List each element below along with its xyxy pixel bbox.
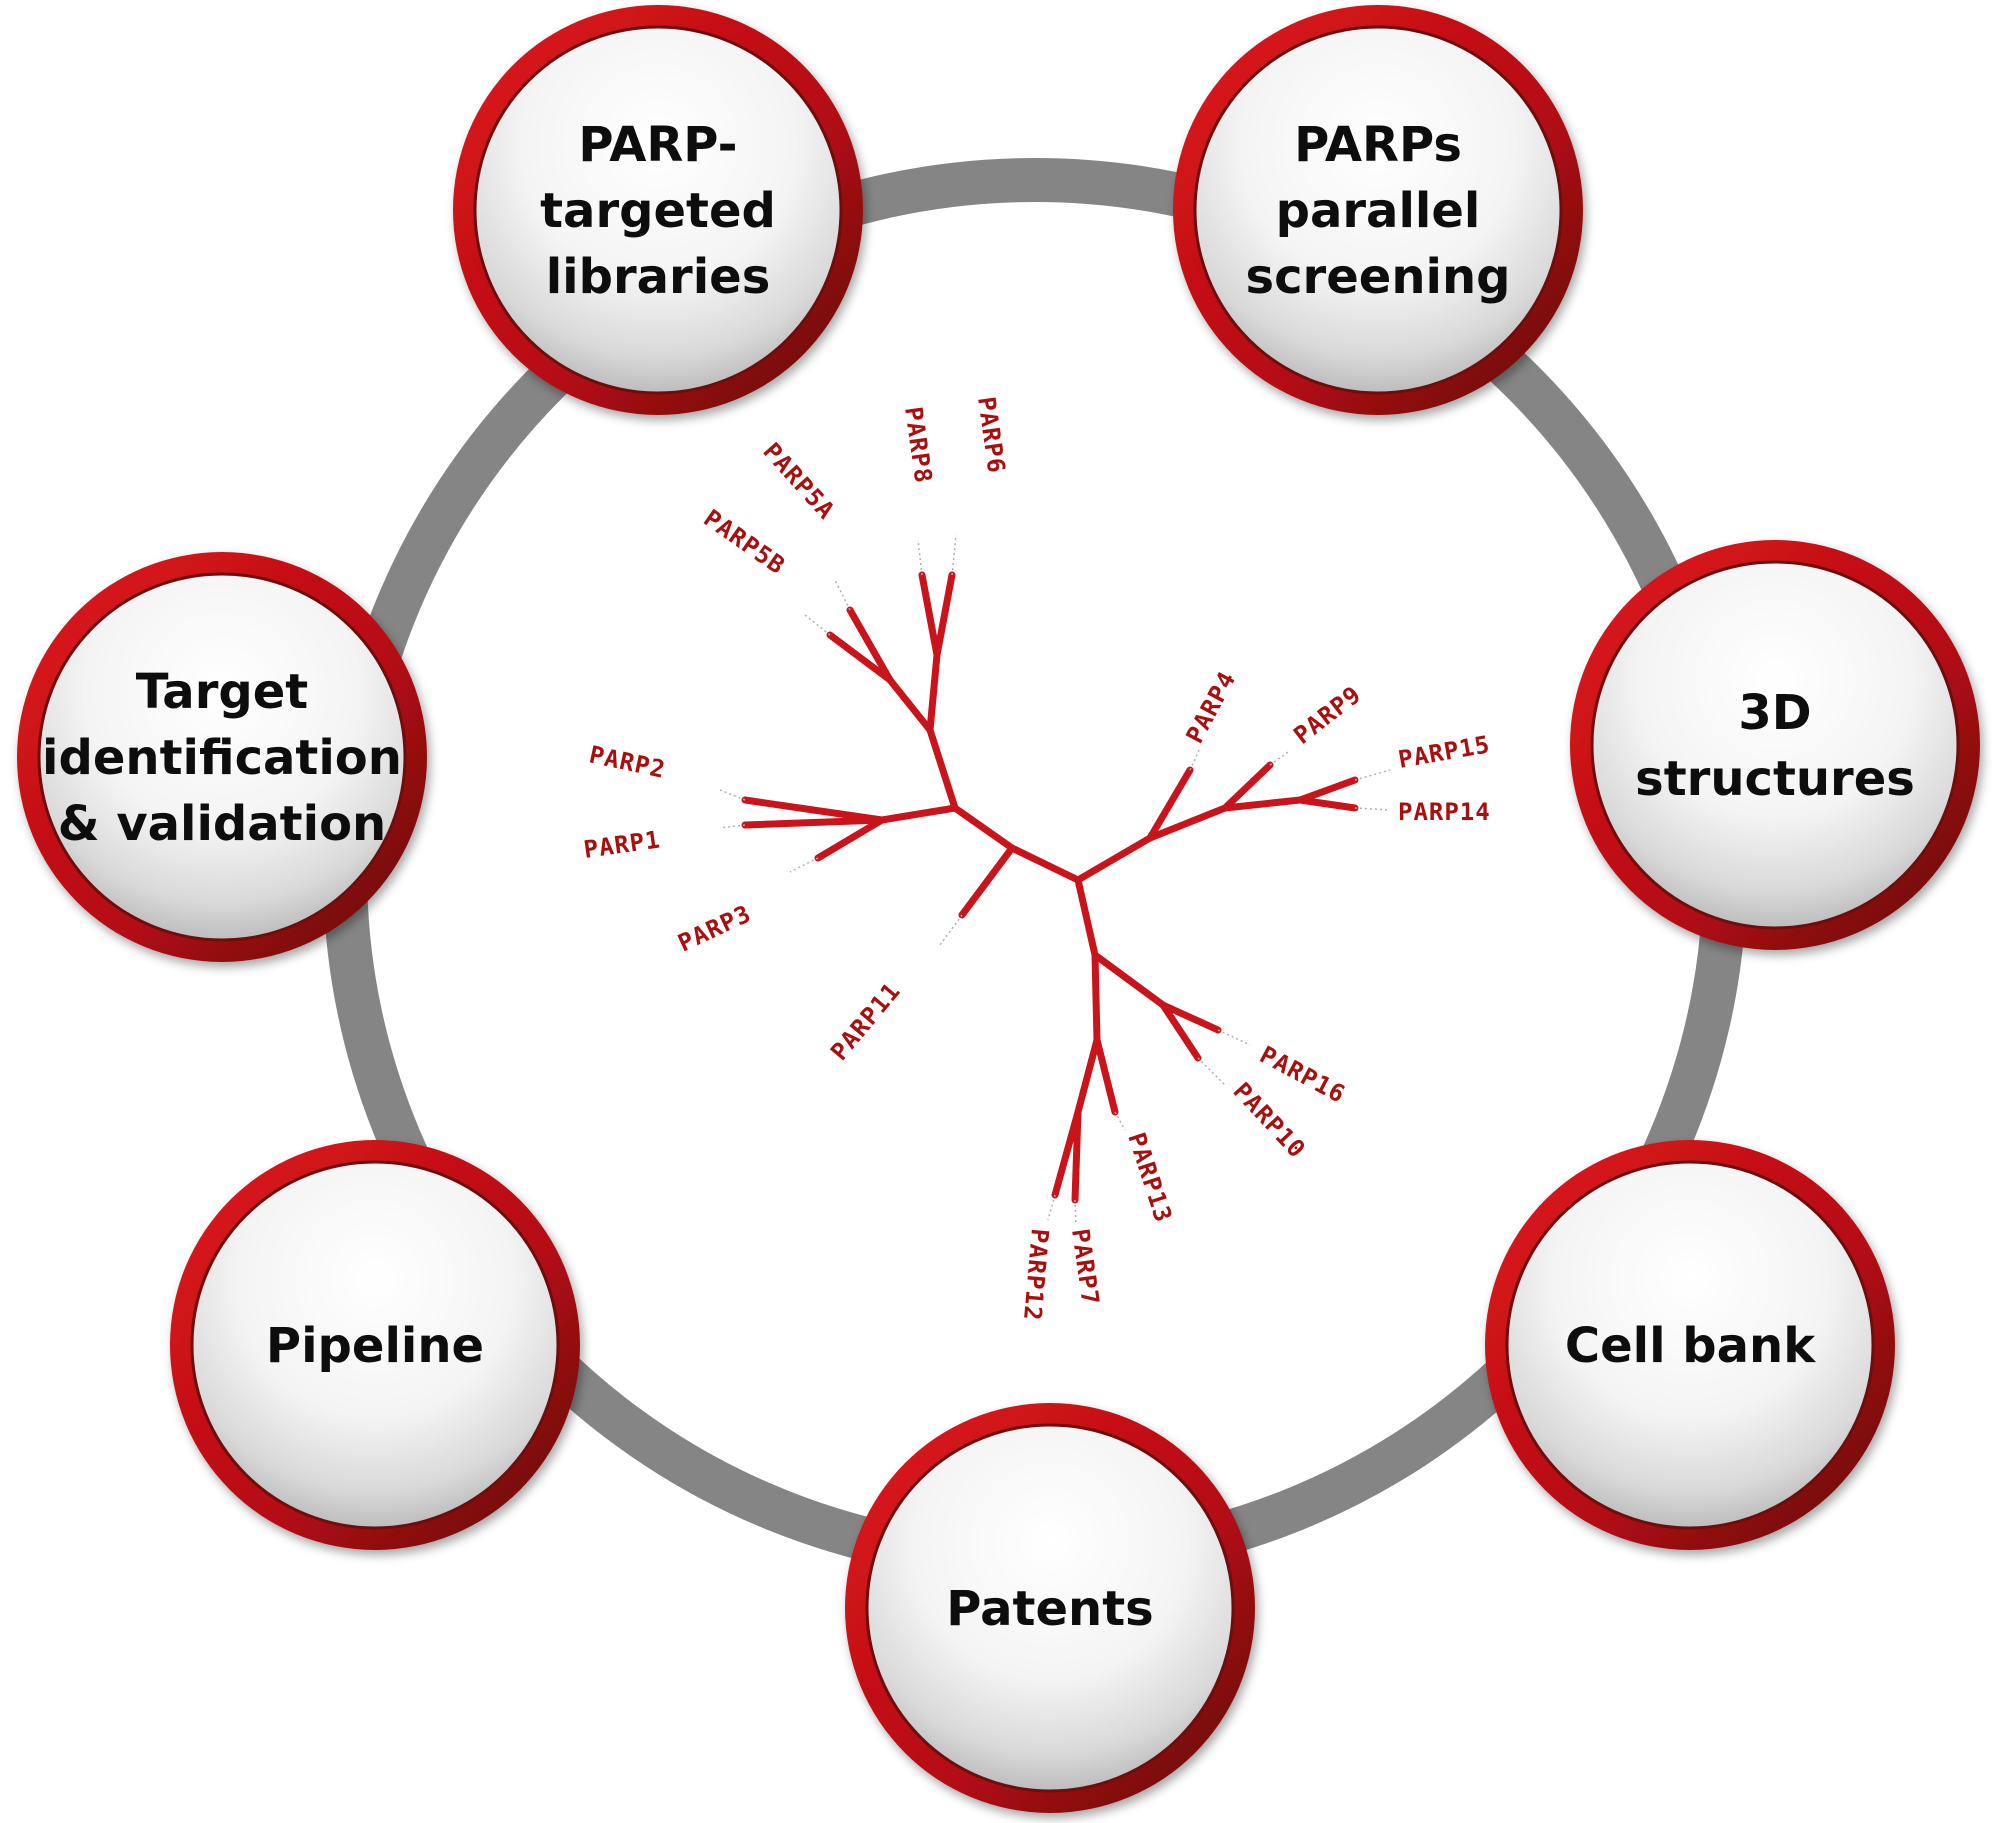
- node-3d-structures: 3D structures: [1570, 540, 1980, 950]
- node-face: [1590, 560, 1960, 930]
- tree-branch: [918, 571, 941, 659]
- node-patents: Patents: [845, 1403, 1255, 1813]
- process-nodes: PARP-targeted libraries PARPs parallel scree…: [17, 5, 1980, 1813]
- tree-branch: [1091, 951, 1101, 1044]
- leaf-label-parp4: PARP4: [1181, 666, 1242, 747]
- node-face: [865, 1423, 1235, 1793]
- tree-branch: [1091, 951, 1167, 1009]
- leaf-label-parp3: PARP3: [674, 899, 756, 957]
- tree-branch: [951, 804, 1016, 852]
- tree-branch: [846, 606, 894, 684]
- node-target-identification-validation: Target identification & validation: [17, 552, 427, 962]
- leader-line: [1047, 1194, 1056, 1221]
- tree-branch: [1093, 1036, 1119, 1116]
- node-label-line: Pipeline: [266, 1318, 484, 1374]
- node-label-line: PARP-: [578, 117, 737, 173]
- tree-branch: [1296, 796, 1359, 812]
- node-label-line: Target: [136, 664, 308, 720]
- leaf-label-parp9: PARP9: [1288, 680, 1366, 750]
- leader-line: [951, 534, 957, 576]
- leaf-label-parp2: PARP2: [587, 740, 668, 783]
- leaf-label-parp12: PARP12: [1018, 1227, 1054, 1322]
- leaf-label-parp6: PARP6: [972, 395, 1010, 475]
- leaf-label-parp1: PARP1: [582, 825, 662, 863]
- tree-branch: [886, 676, 934, 734]
- phylogenetic-tree: [741, 571, 1359, 1204]
- leader-line: [1269, 751, 1289, 766]
- node-label-line: parallel: [1276, 183, 1481, 239]
- tree-branch: [958, 844, 1016, 919]
- tree-branch: [1159, 1001, 1202, 1062]
- tree-branch: [1159, 1001, 1222, 1034]
- node-label-line: targeted: [540, 183, 776, 239]
- tree-branch: [1074, 876, 1099, 959]
- node-label-line: & validation: [58, 796, 386, 852]
- leaf-label-parp5a: PARP5A: [758, 437, 841, 525]
- leaf-label-parp15: PARP15: [1396, 730, 1492, 774]
- node-label-line: libraries: [546, 249, 771, 305]
- tree-branch: [741, 796, 886, 824]
- leader-line: [917, 539, 923, 576]
- node-parps-parallel-screening: PARPs parallel screening: [1173, 5, 1583, 415]
- node-parp-targeted-libraries: PARP-targeted libraries: [453, 5, 863, 415]
- tree-branch: [1221, 796, 1304, 812]
- tree-branch: [1221, 761, 1274, 812]
- tree-branch: [741, 816, 886, 829]
- leader-line: [1197, 1057, 1226, 1086]
- leaf-label-parp5b: PARP5B: [699, 504, 791, 580]
- leaf-label-parp7: PARP7: [1066, 1227, 1104, 1307]
- leaf-label-parp13: PARP13: [1122, 1129, 1177, 1226]
- tree-branch: [933, 571, 956, 659]
- tree-branch: [1146, 766, 1194, 842]
- node-label-line: Cell bank: [1565, 1318, 1816, 1374]
- node-label-line: 3D: [1738, 685, 1811, 741]
- tree-branch: [926, 726, 959, 812]
- node-face: [473, 25, 843, 395]
- tree-branch: [926, 651, 941, 734]
- node-label-line: structures: [1635, 751, 1915, 807]
- node-face: [1193, 25, 1563, 395]
- leader-line: [1217, 1029, 1251, 1046]
- node-label-line: PARPs: [1294, 117, 1462, 173]
- leader-line: [719, 789, 746, 801]
- leader-line: [789, 857, 819, 873]
- leader-line: [834, 579, 851, 611]
- leader-line: [1189, 747, 1201, 771]
- node-pipeline: Pipeline: [170, 1140, 580, 1550]
- leader-line: [939, 914, 963, 946]
- tree-branch: [1296, 776, 1359, 804]
- leaf-label-parp10: PARP10: [1228, 1077, 1312, 1164]
- tree-branch: [1074, 1036, 1101, 1116]
- tree-branch: [1071, 1108, 1082, 1204]
- leaf-label-parp8: PARP8: [899, 405, 937, 485]
- node-face: [190, 1160, 560, 1530]
- tree-branch: [814, 816, 886, 862]
- node-label-line: identification: [42, 730, 402, 786]
- leader-line: [804, 614, 831, 636]
- tree-branch: [1146, 804, 1229, 842]
- leaf-label-parp14: PARP14: [1398, 798, 1491, 826]
- node-label-line: Patents: [946, 1581, 1153, 1637]
- leader-line: [719, 824, 746, 829]
- node-label-line: screening: [1246, 249, 1511, 305]
- leader-line: [1354, 807, 1391, 811]
- tree-branch: [878, 804, 959, 824]
- node-cell-bank: Cell bank: [1485, 1140, 1895, 1550]
- leader-line: [1354, 769, 1391, 781]
- node-face: [37, 572, 407, 942]
- tree-branch: [826, 631, 894, 684]
- tree-leader-lines: [719, 534, 1391, 1226]
- node-face: [1505, 1160, 1875, 1530]
- tree-branch: [1074, 834, 1154, 884]
- leader-line: [1074, 1199, 1077, 1226]
- tree-branch: [1008, 844, 1082, 884]
- leader-line: [1114, 1111, 1126, 1131]
- leaf-label-parp11: PARP11: [825, 977, 906, 1066]
